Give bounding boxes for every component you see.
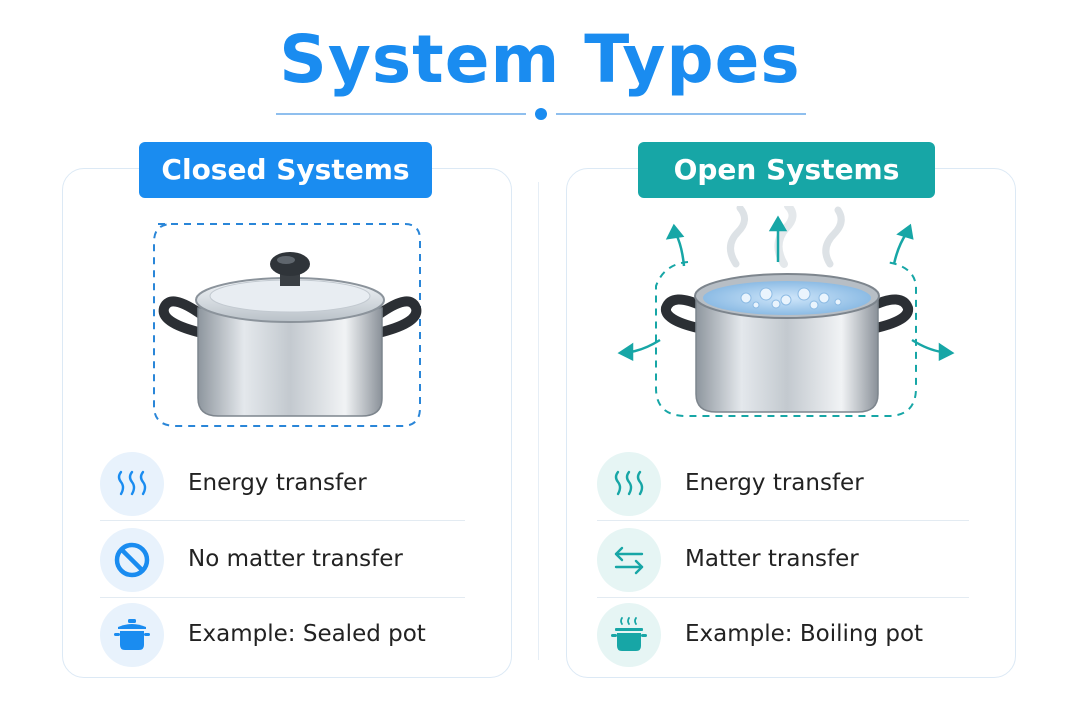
closed-item-label: Example: Sealed pot (188, 621, 426, 647)
closed-item-example: Example: Sealed pot (100, 603, 465, 669)
row-divider (597, 520, 969, 521)
sealed-pot-illustration (153, 223, 422, 427)
open-systems-panel (566, 168, 1016, 678)
boiling-pot-illustration (617, 206, 955, 417)
heat-waves-icon (597, 452, 661, 516)
exchange-arrows-icon (597, 528, 661, 592)
prohibited-icon (100, 528, 164, 592)
closed-item-label: Energy transfer (188, 470, 367, 496)
title-divider (276, 108, 806, 120)
page-title: System Types (279, 21, 801, 98)
open-item-label: Example: Boiling pot (685, 621, 924, 647)
open-item-matter: Matter transfer (597, 528, 969, 594)
center-divider (538, 182, 539, 660)
open-item-label: Matter transfer (685, 546, 859, 572)
steaming-pot-icon (597, 603, 661, 667)
closed-systems-heading: Closed Systems (139, 142, 432, 198)
row-divider (100, 520, 465, 521)
closed-item-energy: Energy transfer (100, 452, 465, 518)
open-item-label: Energy transfer (685, 470, 864, 496)
closed-item-matter: No matter transfer (100, 528, 465, 594)
row-divider (100, 597, 465, 598)
heat-waves-icon (100, 452, 164, 516)
closed-item-label: No matter transfer (188, 546, 403, 572)
open-item-example: Example: Boiling pot (597, 603, 969, 669)
pot-icon (100, 603, 164, 667)
open-item-energy: Energy transfer (597, 452, 969, 518)
open-systems-heading: Open Systems (638, 142, 935, 198)
row-divider (597, 597, 969, 598)
